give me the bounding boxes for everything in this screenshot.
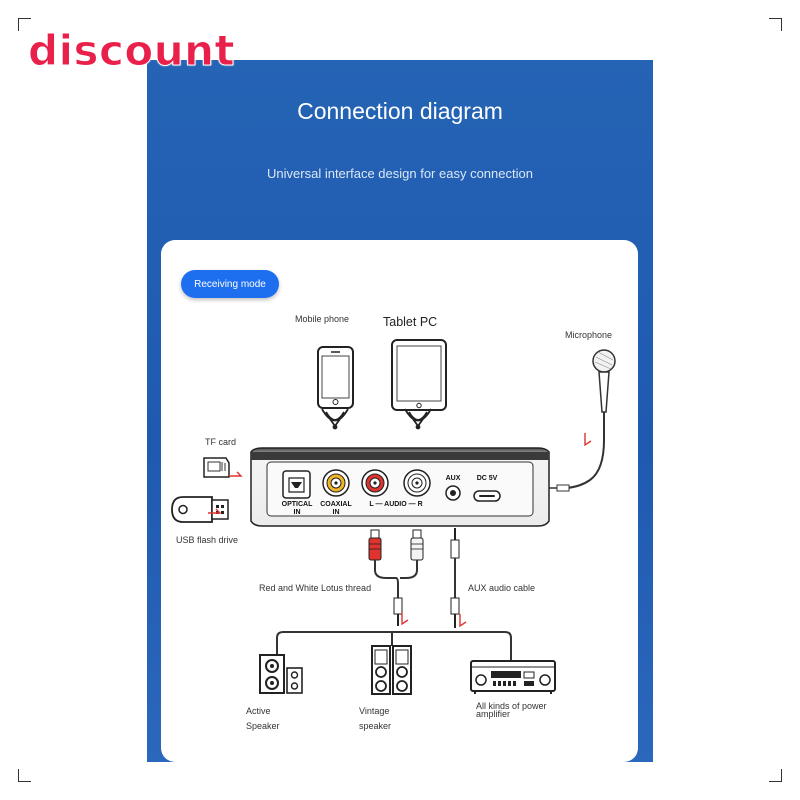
power-amplifier-icon (470, 660, 556, 694)
aux-port (445, 485, 461, 501)
tf-card-icon (203, 457, 230, 478)
optical-port (282, 470, 311, 499)
label-microphone: Microphone (565, 330, 613, 340)
red-arrow-icon-usb (208, 508, 222, 514)
usb-flash-drive-icon (171, 496, 229, 523)
dc-5v-port (473, 490, 501, 502)
diagram-title: Connection diagram (297, 98, 503, 124)
label-dc-5v: DC 5V (476, 475, 498, 482)
label-optical: OPTICAL (281, 501, 313, 508)
label-coaxial-in: IN (332, 509, 340, 516)
output-bus-line (276, 631, 512, 660)
red-arrow-icon-mic (584, 433, 592, 447)
label-active-speaker: Speaker (246, 721, 280, 731)
discount-badge: discount (27, 26, 236, 76)
label-power-amplifier-2: amplifier (476, 709, 511, 719)
corner-mark-bottom-right (769, 769, 782, 782)
label-aux-cable: AUX audio cable (468, 583, 536, 593)
wireless-signal-icon-phone (321, 408, 349, 430)
active-speaker-icon (259, 654, 303, 694)
label-aux-port: AUX (445, 475, 461, 482)
red-arrow-icon-rca (401, 612, 409, 626)
label-power-amplifier-1: All kinds of power (476, 701, 547, 711)
wireless-signal-icon-tablet (404, 408, 432, 430)
label-optical-in: IN (293, 509, 301, 516)
label-audio-lr: L — AUDIO — R (369, 501, 423, 508)
microphone-icon (548, 349, 616, 492)
audio-right-port (403, 469, 431, 497)
label-active: Active (246, 706, 271, 716)
label-rca-cable: Red and White Lotus thread (259, 583, 372, 593)
corner-mark-bottom-left (18, 769, 31, 782)
aux-cable-icon (450, 528, 460, 628)
audio-left-port (361, 469, 389, 497)
label-tablet-pc: Tablet PC (383, 315, 438, 329)
label-vintage-speaker: speaker (359, 721, 392, 731)
label-coaxial-port: COAXIAL IN (316, 501, 356, 517)
label-mobile-phone: Mobile phone (295, 314, 350, 324)
diagram-subtitle: Universal interface design for easy conn… (267, 166, 533, 181)
vintage-speaker-icon (371, 645, 412, 695)
label-coaxial: COAXIAL (320, 501, 352, 508)
corner-mark-top-right (769, 18, 782, 31)
coaxial-port (322, 469, 350, 497)
label-vintage: Vintage (359, 706, 390, 716)
rca-cable-icon (368, 529, 424, 626)
label-tf-card: TF card (205, 437, 237, 447)
red-arrow-icon-aux (459, 614, 467, 628)
label-usb-flash-drive: USB flash drive (176, 535, 239, 545)
corner-mark-top-left (18, 18, 31, 31)
mobile-phone-icon (317, 346, 354, 409)
tablet-icon (391, 339, 447, 411)
red-arrow-icon-tf (229, 471, 243, 477)
receiving-mode-button[interactable]: Receiving mode (181, 270, 279, 298)
label-optical-port: OPTICAL IN (276, 501, 318, 517)
